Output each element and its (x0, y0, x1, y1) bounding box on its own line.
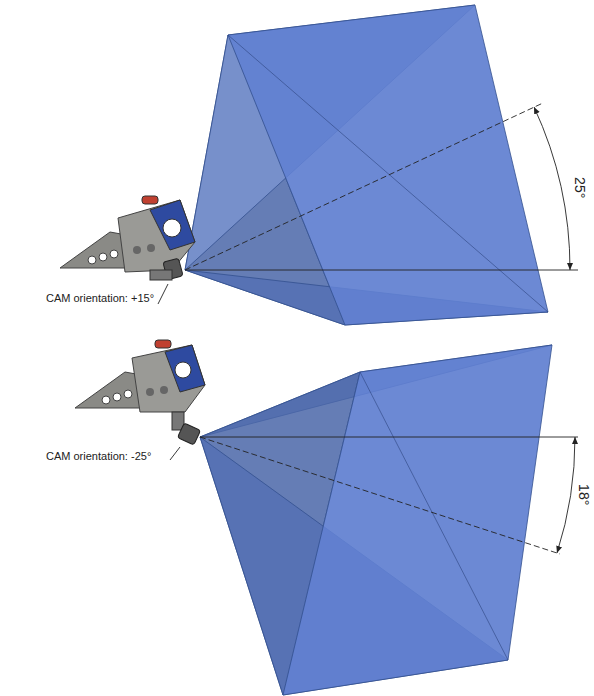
camera-orientation-label: CAM orientation: +15° (46, 292, 154, 304)
angle-dimension: 25° (572, 177, 587, 198)
camera-orientation-label: CAM orientation: -25° (46, 450, 151, 462)
upper-view-frustum (185, 5, 548, 325)
upper-angle-dimension (158, 35, 578, 312)
lower-camera-device (75, 340, 205, 445)
lower-angle-dimension (170, 437, 578, 554)
upper-camera-device (60, 196, 195, 280)
angle-dimension: 18° (576, 484, 591, 505)
lower-view-frustum (200, 345, 552, 695)
